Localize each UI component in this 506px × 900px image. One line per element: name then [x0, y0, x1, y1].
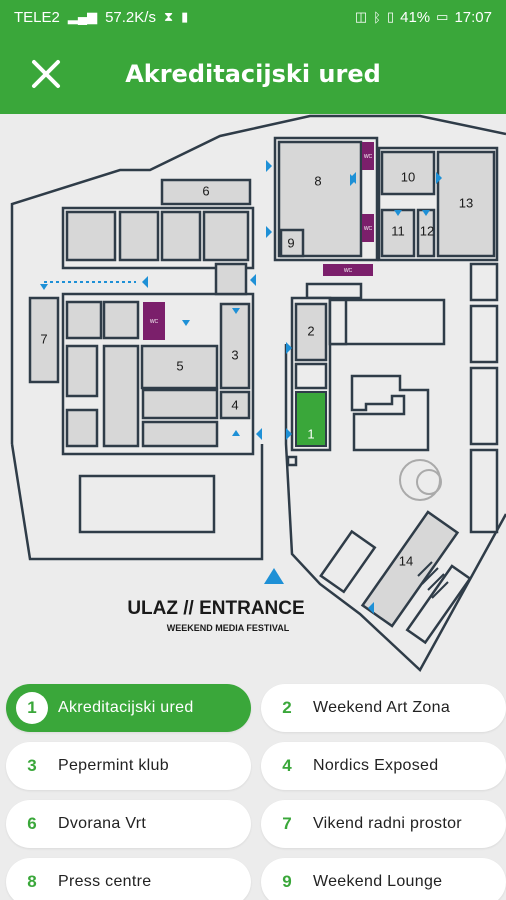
- vibrate-icon: ▯: [386, 9, 395, 24]
- entrance-title: ULAZ // ENTRANCE: [127, 598, 304, 619]
- location-item-3[interactable]: 3 Pepermint klub: [6, 742, 251, 790]
- room-9-label: 9: [287, 235, 294, 250]
- location-item-4[interactable]: 4 Nordics Exposed: [261, 742, 506, 790]
- location-number: 3: [27, 756, 37, 775]
- restroom-b2: [362, 214, 374, 242]
- location-item-8[interactable]: 8 Press centre: [6, 858, 251, 900]
- restroom-label: WC: [150, 319, 159, 325]
- sd-card-icon: ▮: [181, 9, 189, 24]
- room-8-label: 8: [314, 173, 321, 188]
- entrance-subtitle: WEEKEND MEDIA FESTIVAL: [167, 623, 290, 633]
- restroom-b3: [323, 264, 373, 276]
- location-item-7[interactable]: 7 Vikend radni prostor: [261, 800, 506, 848]
- location-item-9[interactable]: 9 Weekend Lounge: [261, 858, 506, 900]
- room-1-label: 1: [307, 426, 314, 441]
- close-icon[interactable]: [28, 56, 64, 92]
- site-boundary: [10, 114, 506, 673]
- location-name: Weekend Art Zona: [313, 699, 451, 716]
- room-7[interactable]: [28, 296, 60, 384]
- status-bar: TELE2 ▂▄▆ 57.2K/s ⧗ ▮ ◫ ᛒ ▯ 41% ▭ 17:07: [0, 0, 506, 34]
- battery-icon: ▭: [436, 9, 449, 24]
- restroom-label: WC: [344, 268, 353, 274]
- room-10-label: 10: [401, 169, 415, 184]
- room-4[interactable]: [219, 390, 251, 420]
- room-14[interactable]: [360, 510, 460, 628]
- carrier-label: TELE2: [14, 8, 60, 26]
- signal-icon: ▂▄▆: [67, 9, 98, 24]
- room-14-label: 14: [399, 553, 413, 568]
- location-name: Pepermint klub: [58, 757, 169, 774]
- location-item-1[interactable]: 1 Akreditacijski ured: [6, 684, 251, 732]
- room-5-label: 5: [176, 358, 183, 373]
- room-3[interactable]: [219, 302, 251, 390]
- location-name: Vikend radni prostor: [313, 815, 462, 832]
- location-item-6[interactable]: 6 Dvorana Vrt: [6, 800, 251, 848]
- room-10[interactable]: [380, 150, 436, 196]
- battery-percent: 41%: [400, 8, 431, 26]
- room-9[interactable]: [279, 228, 305, 258]
- venue-map[interactable]: 6 7 5 3 4 8 9 10 11 12 13: [0, 114, 506, 674]
- location-name: Weekend Lounge: [313, 873, 443, 890]
- room-11-label: 11: [391, 223, 405, 238]
- restroom-b1: [362, 142, 374, 170]
- room-6-label: 6: [202, 183, 209, 198]
- building-e: [350, 374, 430, 452]
- entrance-arrow-icon: [264, 568, 284, 584]
- page-title: Akreditacijski ured: [125, 60, 381, 88]
- hourglass-icon: ⧗: [163, 9, 174, 24]
- location-item-2[interactable]: 2 Weekend Art Zona: [261, 684, 506, 732]
- location-number: 1: [16, 692, 48, 724]
- room-2[interactable]: [294, 302, 328, 362]
- room-4-label: 4: [231, 397, 238, 412]
- room-1[interactable]: [295, 391, 327, 447]
- location-number: 8: [27, 872, 37, 891]
- location-name: Dvorana Vrt: [58, 815, 147, 832]
- app-bar: Akreditacijski ured: [0, 34, 506, 114]
- nfc-icon: ◫: [354, 9, 368, 24]
- direction-arrows: [40, 160, 442, 614]
- location-number: 2: [282, 698, 292, 717]
- bluetooth-icon: ᛒ: [373, 9, 381, 25]
- room-13-label: 13: [459, 195, 473, 210]
- clock: 17:07: [454, 8, 492, 26]
- restroom-label: WC: [364, 154, 373, 160]
- location-name: Akreditacijski ured: [58, 699, 194, 716]
- location-number: 4: [282, 756, 292, 775]
- room-11[interactable]: [380, 208, 416, 258]
- location-number: 6: [27, 814, 37, 833]
- restroom-a: [143, 302, 165, 340]
- room-5[interactable]: [140, 344, 219, 390]
- room-7-label: 7: [40, 331, 47, 346]
- location-list: 1 Akreditacijski ured 2 Weekend Art Zona…: [0, 676, 506, 900]
- location-name: Nordics Exposed: [313, 757, 439, 774]
- hall-lower: [78, 474, 216, 534]
- location-number: 7: [282, 814, 292, 833]
- location-name: Press centre: [58, 873, 152, 890]
- room-13[interactable]: [436, 150, 496, 258]
- location-number: 9: [282, 872, 292, 891]
- stairs: [417, 561, 449, 599]
- room-6[interactable]: [160, 178, 252, 206]
- room-3-label: 3: [231, 347, 238, 362]
- network-speed: 57.2K/s: [105, 8, 156, 26]
- restroom-label: WC: [364, 226, 373, 232]
- room-12-label: 12: [420, 223, 434, 238]
- room-2-label: 2: [307, 323, 314, 338]
